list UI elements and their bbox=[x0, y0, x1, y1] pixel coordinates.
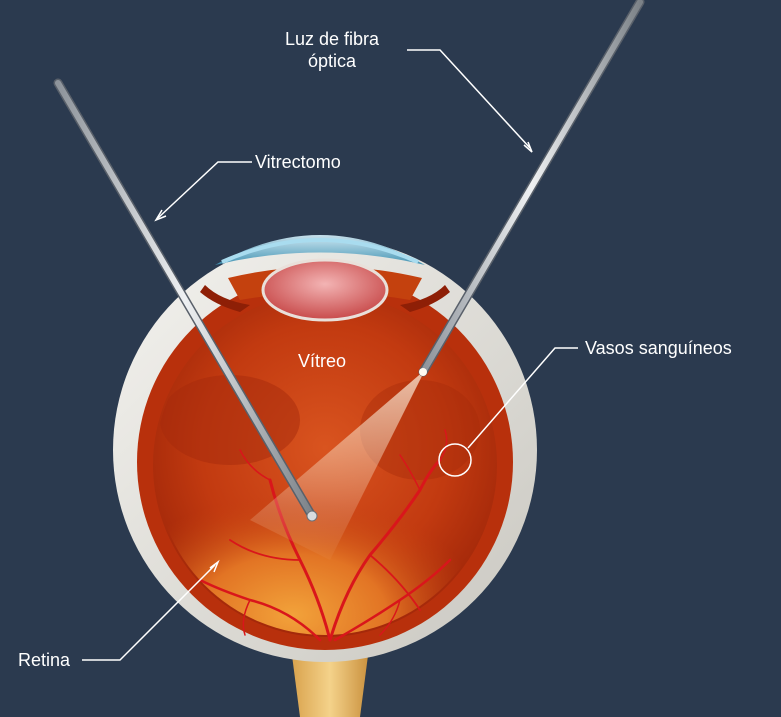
vitrectomo-label: Vitrectomo bbox=[255, 152, 341, 172]
blood-vessels-label: Vasos sanguíneos bbox=[585, 338, 732, 358]
fiber-light-label: Luz de fibra óptica bbox=[262, 28, 402, 72]
vitrectomy-probe-icon bbox=[53, 78, 318, 522]
lens bbox=[261, 258, 389, 322]
light-beam bbox=[250, 370, 425, 560]
vitreo-label: Vítreo bbox=[298, 351, 347, 371]
callout-lines bbox=[82, 49, 578, 661]
fiber-light-label-line2: óptica bbox=[307, 51, 357, 71]
fiber-light-label-line1: Luz de fibra bbox=[284, 29, 380, 49]
cornea bbox=[215, 235, 425, 265]
retina-label: Retina bbox=[18, 650, 71, 670]
fiber-light-probe-icon bbox=[418, 0, 645, 377]
